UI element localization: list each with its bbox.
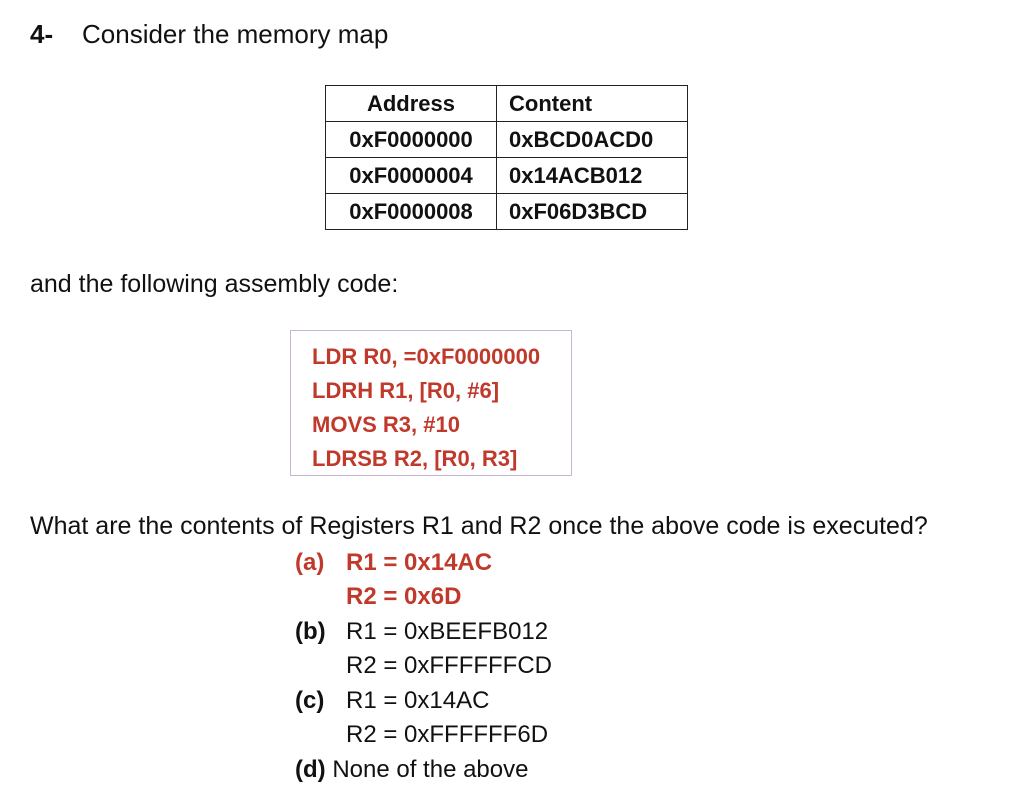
address-cell: 0xF0000008: [325, 193, 497, 230]
option-c-label: (c): [295, 687, 325, 714]
code-line: LDRH R1, [R0, #6]: [312, 378, 500, 403]
question-prompt: What are the contents of Registers R1 an…: [30, 512, 928, 540]
content-cell: 0x14ACB012: [496, 157, 688, 194]
code-line: LDR R0, =0xF0000000: [312, 344, 541, 369]
option-d-text: None of the above: [332, 756, 529, 783]
option-a-line1: R1 = 0x14AC: [346, 549, 493, 576]
code-block: LDR R0, =0xF0000000 LDRH R1, [R0, #6] MO…: [290, 330, 572, 476]
option-a-label: (a): [295, 549, 325, 576]
intro-text: and the following assembly code:: [30, 270, 399, 298]
question-number: 4-: [30, 19, 54, 49]
option-b-line1: R1 = 0xBEEFB012: [346, 618, 549, 645]
header-content: Content: [496, 85, 688, 122]
code-line: MOVS R3, #10: [312, 412, 460, 437]
option-b-line2: R2 = 0xFFFFFFCD: [346, 652, 553, 679]
code-line: LDRSB R2, [R0, R3]: [312, 446, 518, 471]
address-cell: 0xF0000000: [325, 121, 497, 158]
option-c-line1: R1 = 0x14AC: [346, 687, 490, 714]
question-heading: 4- Consider the memory map: [30, 18, 388, 50]
option-d: (d) None of the above: [295, 753, 528, 787]
option-d-label: (d): [295, 756, 326, 783]
table-header-row: Address Content: [325, 85, 688, 122]
option-b-label: (b): [295, 618, 326, 645]
header-address: Address: [325, 85, 497, 122]
content-cell: 0xBCD0ACD0: [496, 121, 688, 158]
question-title: Consider the memory map: [82, 19, 389, 49]
memory-map-table: Address Content 0xF0000000 0xBCD0ACD0 0x…: [325, 85, 688, 230]
content-cell: 0xF06D3BCD: [496, 193, 688, 230]
table-row: 0xF0000004 0x14ACB012: [325, 157, 688, 194]
table-row: 0xF0000008 0xF06D3BCD: [325, 193, 688, 230]
option-a-line2: R2 = 0x6D: [346, 583, 462, 610]
option-c-line2: R2 = 0xFFFFFF6D: [346, 721, 549, 748]
address-cell: 0xF0000004: [325, 157, 497, 194]
table-row: 0xF0000000 0xBCD0ACD0: [325, 121, 688, 158]
